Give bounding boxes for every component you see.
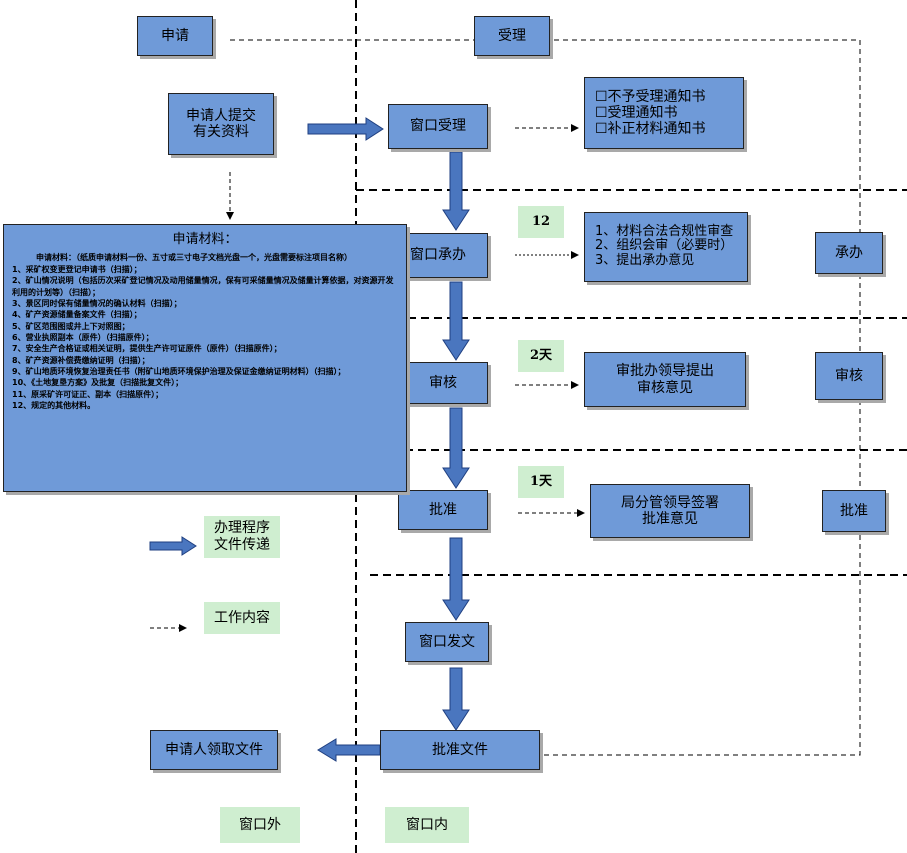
apply-header-label: 申请 xyxy=(161,27,189,44)
window-issue-label: 窗口发文 xyxy=(419,633,475,650)
collect-doc-label: 申请人领取文件 xyxy=(165,741,263,758)
review-task-line-1: 审批办领导提出 xyxy=(616,363,714,380)
block-arrow-doc-to-collect xyxy=(317,738,381,762)
materials-item: 3、景区同时保有储量情况的确认材料（扫描）； xyxy=(12,298,182,308)
legend-flow-line-1: 办理程序 xyxy=(214,520,270,537)
side-label-handle-text: 承办 xyxy=(835,244,863,261)
legend-block-arrow xyxy=(149,536,197,556)
approve-task-line-1: 局分管领导签署 xyxy=(621,494,719,511)
materials-item: 7、安全生产合格证或相关证明，提供生产许可证原件（原件）（扫描原件）； xyxy=(12,344,282,354)
review-box: 审核 xyxy=(398,362,488,404)
accept-header-label: 受理 xyxy=(498,27,526,44)
notice-supplement: ☐补正材料通知书 xyxy=(595,121,706,138)
materials-intro: 申请材料：（纸质申请材料一份、五寸或三寸电子文档光盘一个，光盘需要标注项目名称） xyxy=(36,253,352,263)
review-label: 审核 xyxy=(429,374,457,391)
notice-reject: ☐不予受理通知书 xyxy=(595,88,706,105)
window-handle-label: 窗口承办 xyxy=(410,247,466,264)
approve-box: 批准 xyxy=(398,490,488,530)
legend-flow-line-2: 文件传递 xyxy=(214,537,270,553)
duration-handle-text: 12 xyxy=(531,214,551,230)
handle-task-2: 2、组织会审（必要时） xyxy=(595,238,734,254)
materials-title: 申请材料： xyxy=(172,232,238,247)
submit-materials-box: 申请人提交 有关资料 xyxy=(168,93,274,155)
submit-line-2: 有关资料 xyxy=(193,124,249,140)
materials-item: 11、原采矿许可证正、副本（扫描原件）； xyxy=(12,389,164,399)
block-arrow-submit-to-accept xyxy=(307,117,384,141)
block-arrow-accept-to-handle xyxy=(442,151,470,231)
duration-handle: 12 xyxy=(518,206,564,238)
materials-item: 5、矿区范围图或井上下对照图； xyxy=(12,321,130,331)
materials-item: 9、矿山地质环境恢复治理责任书（附矿山地质环境保护治理及保证金缴纳证明材料）（扫… xyxy=(12,367,346,377)
side-label-approve: 批准 xyxy=(822,490,886,532)
legend-work-text: 工作内容 xyxy=(214,609,270,626)
block-arrow-approve-to-issue xyxy=(442,537,470,621)
duration-review: 2天 xyxy=(518,340,564,372)
block-arrow-review-to-approve xyxy=(442,407,470,489)
handle-tasks-box: 1、材料合法合规性审查 2、组织会审（必要时） 3、提出承办意见 xyxy=(584,212,748,282)
notices-box: ☐不予受理通知书 ☐受理通知书 ☐补正材料通知书 xyxy=(584,77,744,149)
collect-doc-box: 申请人领取文件 xyxy=(150,730,278,770)
materials-item: 2、矿山情况说明（包括历次采矿登记情况及动用储量情况，保有可采储量情况及储量计算… xyxy=(12,276,394,297)
materials-list-box: 申请材料： 申请材料：（纸质申请材料一份、五寸或三寸电子文档光盘一个，光盘需要标… xyxy=(3,224,407,492)
approval-doc-box: 批准文件 xyxy=(380,730,540,770)
materials-item: 1、采矿权变更登记申请书（扫描）； xyxy=(12,264,142,274)
side-label-review-text: 审核 xyxy=(835,367,863,384)
side-label-approve-text: 批准 xyxy=(840,502,868,519)
duration-approve: 1天 xyxy=(518,466,564,498)
block-arrow-handle-to-review xyxy=(442,281,470,361)
legend-flow-label: 办理程序 文件传递 xyxy=(204,516,280,558)
materials-item: 10、《土地复垦方案》及批复（扫描批复文件）； xyxy=(12,378,184,388)
handle-task-3: 3、提出承办意见 xyxy=(595,252,695,268)
window-accept-label: 窗口受理 xyxy=(410,118,466,135)
duration-review-text: 2天 xyxy=(529,348,553,364)
zone-outside-text: 窗口外 xyxy=(239,816,281,833)
zone-inside-label: 窗口内 xyxy=(385,807,469,843)
block-arrow-issue-to-doc xyxy=(442,667,470,731)
notice-accept: ☐受理通知书 xyxy=(595,104,678,121)
materials-item: 6、营业执照副本（原件）（扫描原件）； xyxy=(12,332,154,342)
handle-task-1: 1、材料合法合规性审查 xyxy=(595,224,734,239)
side-label-handle: 承办 xyxy=(815,232,883,274)
submit-line-1: 申请人提交 xyxy=(186,107,256,124)
duration-approve-text: 1天 xyxy=(529,474,553,490)
approve-task-line-2: 批准意见 xyxy=(642,511,698,527)
window-accept-box: 窗口受理 xyxy=(388,104,488,149)
approval-doc-label: 批准文件 xyxy=(432,741,488,758)
materials-item: 12、规定的其他材料。 xyxy=(12,401,96,411)
zone-inside-text: 窗口内 xyxy=(406,816,448,833)
materials-item: 4、矿产资源储量备案文件（扫描）； xyxy=(12,310,142,320)
review-task-box: 审批办领导提出 审核意见 xyxy=(584,352,746,407)
review-task-line-2: 审核意见 xyxy=(637,379,693,396)
apply-header: 申请 xyxy=(137,16,213,56)
legend-work-label: 工作内容 xyxy=(204,602,280,634)
accept-header: 受理 xyxy=(474,16,550,56)
window-issue-box: 窗口发文 xyxy=(405,622,489,662)
zone-outside-label: 窗口外 xyxy=(220,807,300,843)
approve-label: 批准 xyxy=(429,501,457,518)
side-label-review: 审核 xyxy=(815,352,883,400)
approve-task-box: 局分管领导签署 批准意见 xyxy=(590,484,750,538)
materials-item: 8、矿产资源补偿费缴纳证明（扫描）； xyxy=(12,355,150,365)
